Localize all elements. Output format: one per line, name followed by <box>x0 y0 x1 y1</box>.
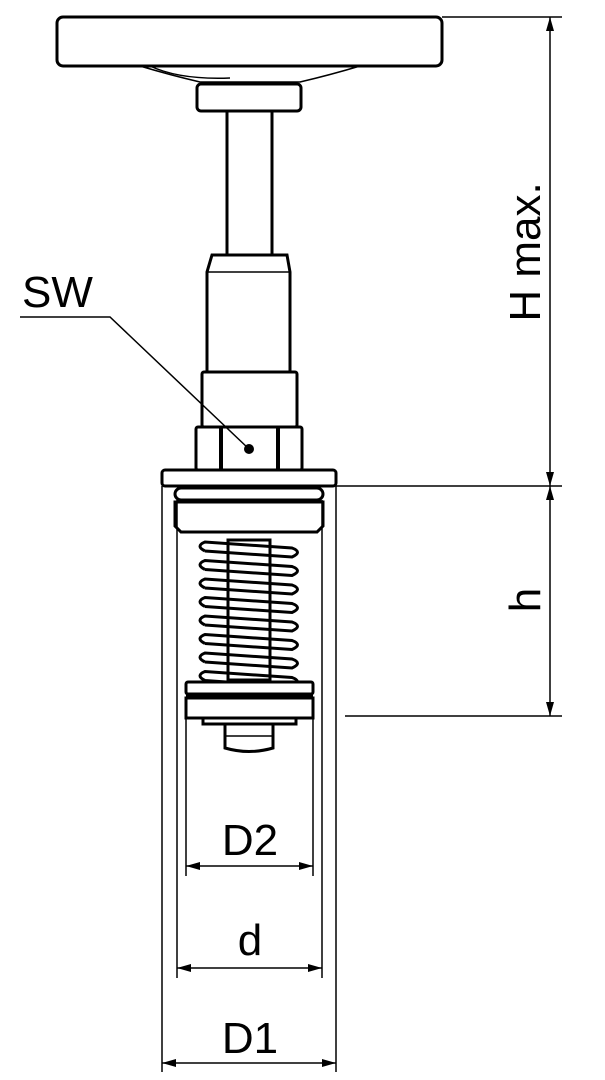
spring-coil <box>198 558 299 578</box>
d1-label: D1 <box>222 1014 278 1063</box>
valve-disc <box>184 680 315 753</box>
h-max-label: H max. <box>501 182 550 321</box>
h-label: h <box>501 588 550 612</box>
handwheel <box>55 15 444 113</box>
spring <box>198 538 299 689</box>
stem <box>225 109 274 257</box>
d-label: d <box>238 916 262 965</box>
spring-coil <box>198 595 299 615</box>
bonnet <box>200 253 299 429</box>
sw-label: SW <box>22 268 93 317</box>
flange <box>160 468 338 534</box>
spring-coil <box>198 651 299 670</box>
spring-coil <box>198 632 299 652</box>
dimension-lines <box>20 16 562 1072</box>
spring-coil <box>198 614 299 633</box>
d2-label: D2 <box>222 816 278 865</box>
spring-coil <box>198 540 299 559</box>
spring-coil <box>198 577 299 596</box>
